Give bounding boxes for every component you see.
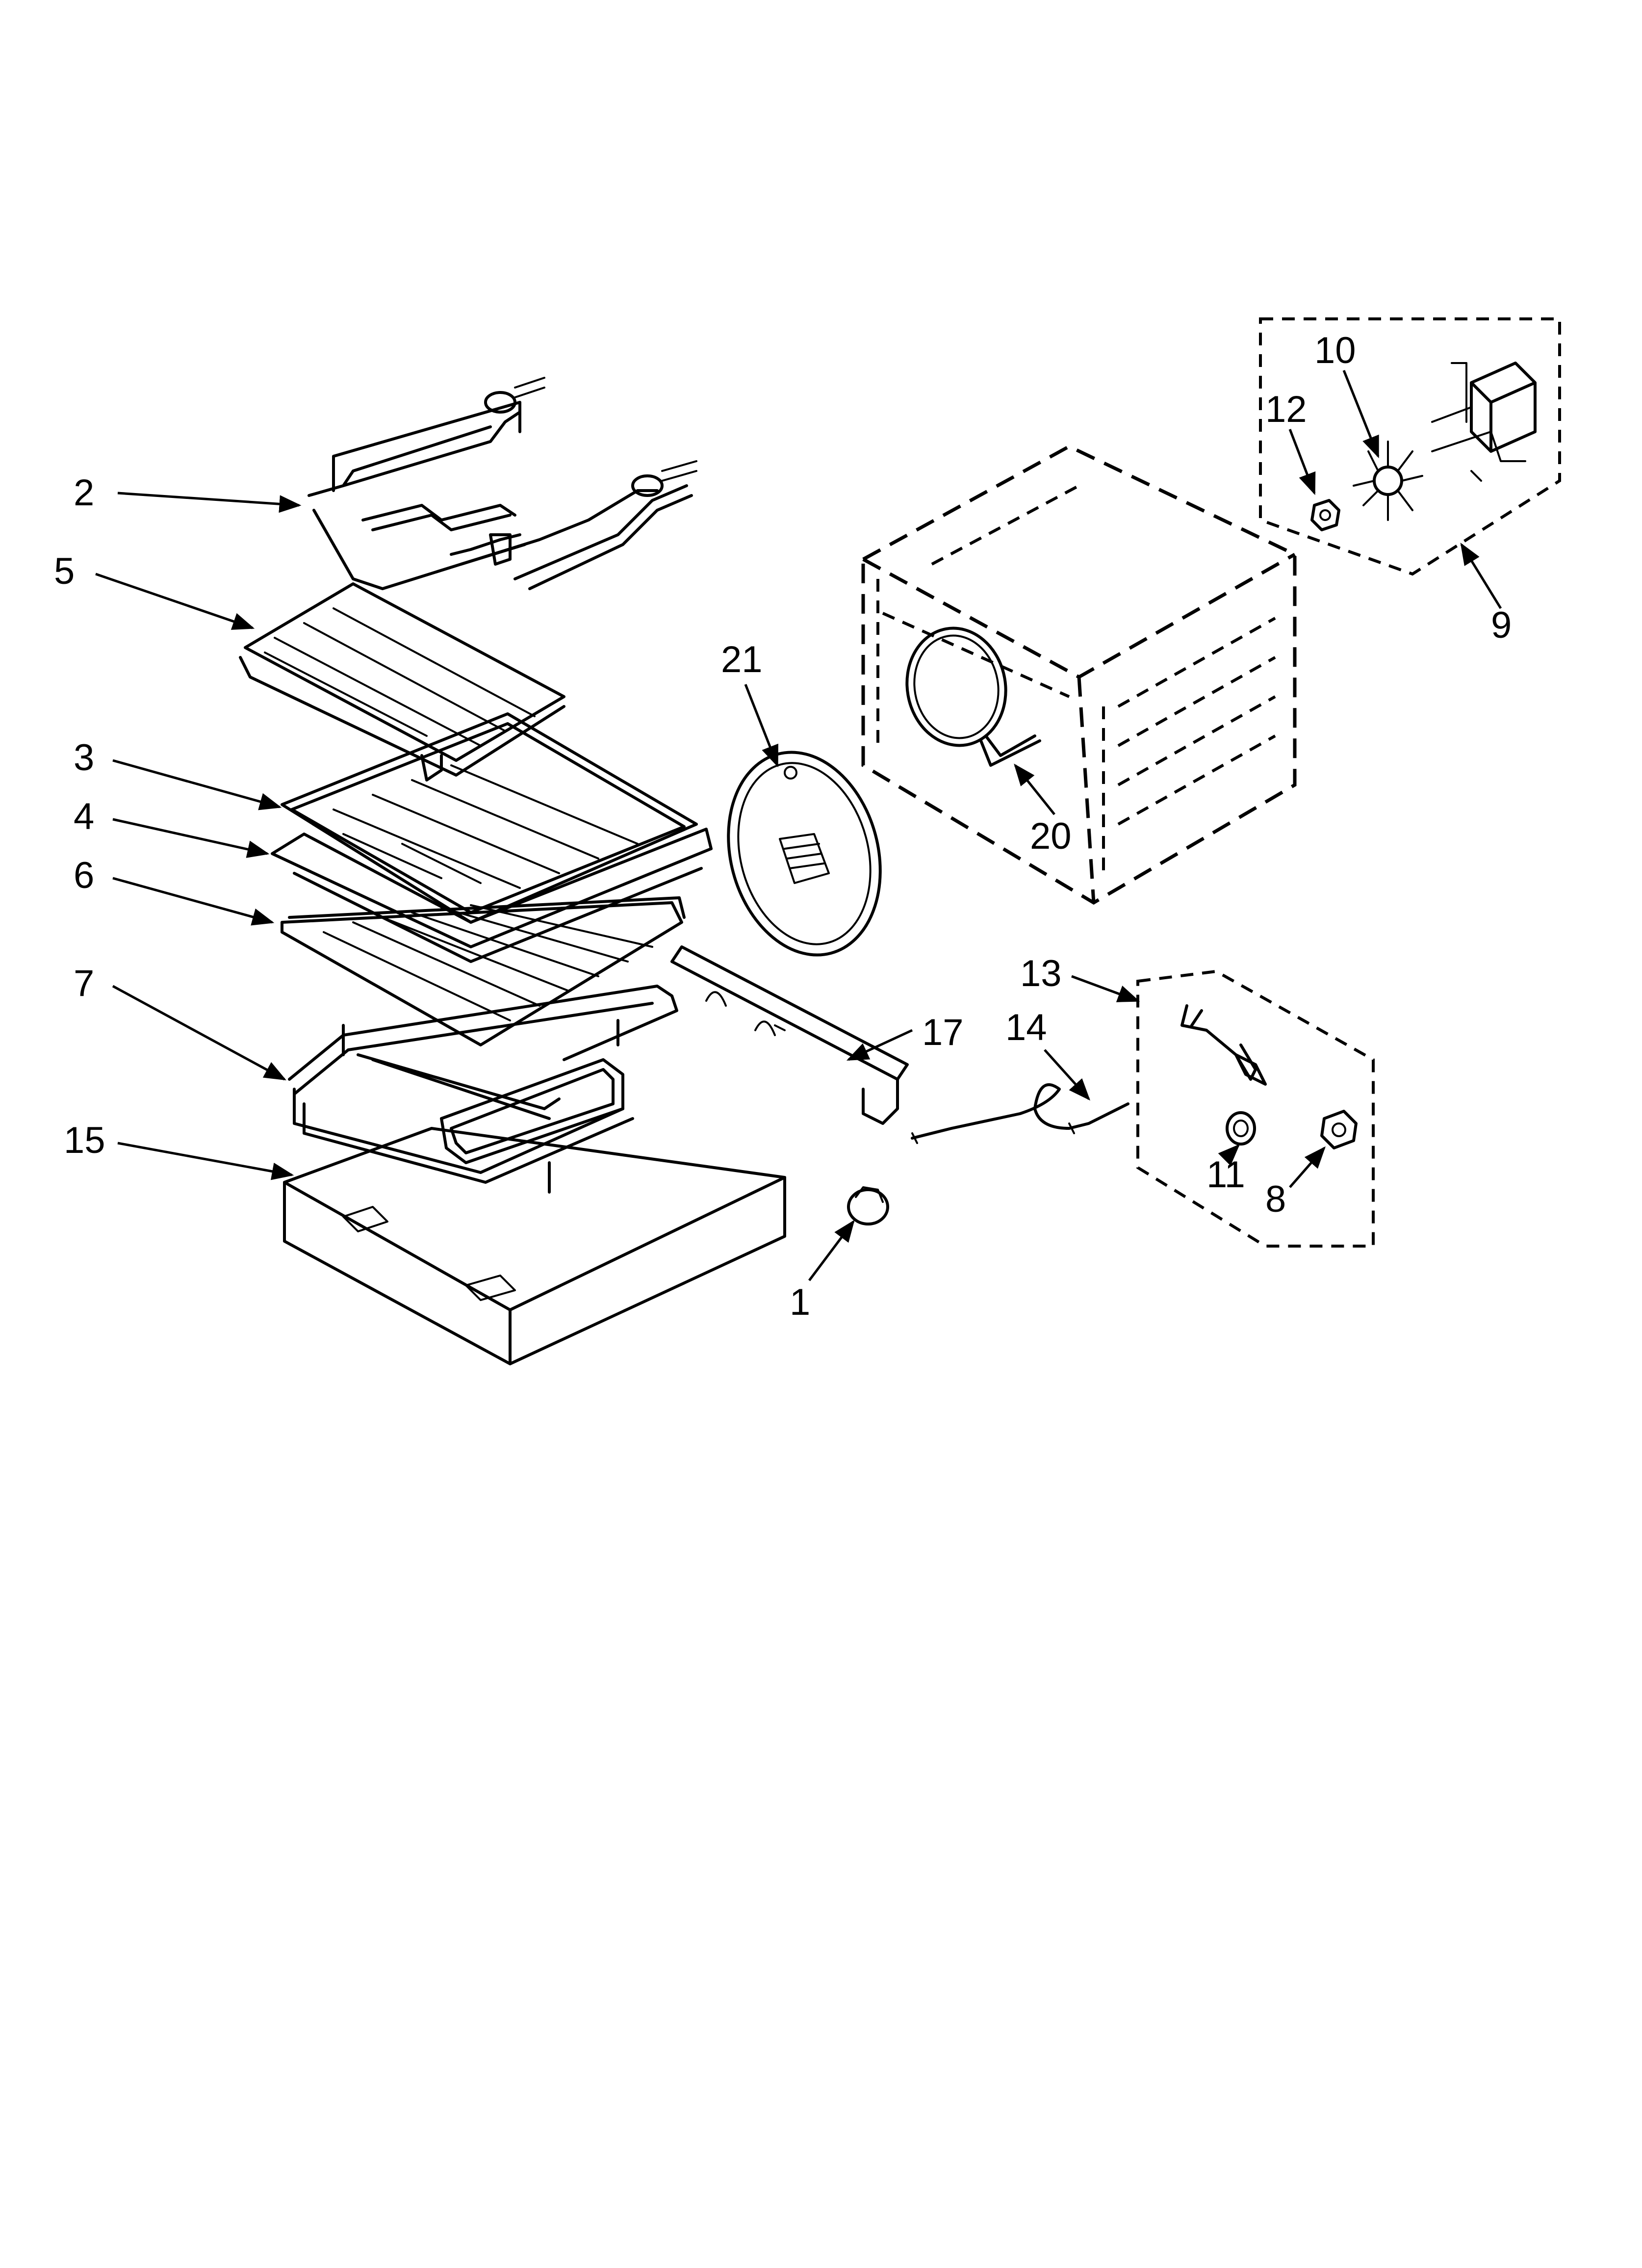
callout-7: 7 xyxy=(74,963,94,1004)
callout-2: 2 xyxy=(74,472,94,514)
callout-1: 1 xyxy=(790,1281,810,1323)
callout-13: 13 xyxy=(1020,953,1062,994)
part-17-rack-bracket xyxy=(670,945,909,1125)
leader-6 xyxy=(112,877,275,926)
callout-14: 14 xyxy=(1005,1007,1047,1048)
leader-14 xyxy=(1044,1049,1091,1101)
callout-5: 5 xyxy=(54,550,75,592)
part-8-nut xyxy=(1320,1110,1358,1149)
part-11-star-washer xyxy=(1226,1111,1256,1146)
part-3-broil-pan-insert xyxy=(281,712,698,924)
part-12-nut xyxy=(1310,499,1340,531)
leader-21 xyxy=(744,684,779,768)
part-9-fan-motor-assembly xyxy=(1259,317,1561,576)
leader-3 xyxy=(112,759,282,810)
oven-cavity-dashed xyxy=(861,444,1297,905)
leader-4 xyxy=(112,818,270,858)
part-2-heating-element xyxy=(308,377,697,590)
part-5-grid-shield xyxy=(239,582,565,782)
leader-10 xyxy=(1342,370,1380,459)
callout-8: 8 xyxy=(1265,1178,1286,1220)
part-14-meat-probe xyxy=(911,1083,1129,1144)
part-7-lower-element xyxy=(288,985,678,1194)
callout-9: 9 xyxy=(1491,604,1512,646)
leader-20 xyxy=(1014,763,1055,815)
leader-9 xyxy=(1460,543,1502,609)
leader-2 xyxy=(117,492,302,513)
callout-10: 10 xyxy=(1314,330,1356,371)
leader-1 xyxy=(808,1220,855,1281)
part-21-fan-cover xyxy=(727,751,882,957)
leader-17 xyxy=(846,1029,913,1061)
leader-15 xyxy=(117,1142,294,1180)
callout-3: 3 xyxy=(74,737,94,779)
part-10-fan-blade xyxy=(1353,441,1423,521)
callout-11: 11 xyxy=(1206,1154,1245,1196)
callout-15: 15 xyxy=(64,1120,105,1161)
callout-20: 20 xyxy=(1030,815,1072,857)
callout-6: 6 xyxy=(74,855,94,896)
callout-17: 17 xyxy=(922,1012,964,1053)
part-1-plug-button xyxy=(847,1186,889,1225)
part-4-broil-pan xyxy=(271,828,713,963)
leader-7 xyxy=(112,985,286,1081)
leader-8 xyxy=(1289,1146,1326,1188)
callout-labels: 1 2 3 4 5 6 7 8 9 10 11 12 13 14 15 17 2… xyxy=(54,330,1512,1323)
callout-4: 4 xyxy=(74,796,94,837)
leader-5 xyxy=(95,573,255,630)
leader-lines xyxy=(95,370,1502,1281)
part-20-convection-element xyxy=(905,626,1041,767)
part-15-drawer-pan xyxy=(283,1127,786,1365)
leader-13 xyxy=(1071,975,1140,1002)
callout-12: 12 xyxy=(1265,389,1307,430)
leader-11 xyxy=(1218,1144,1240,1166)
part-13-sensor-assembly xyxy=(1136,969,1375,1248)
callout-21: 21 xyxy=(721,639,763,680)
leader-12 xyxy=(1288,429,1316,495)
part-6-oven-rack xyxy=(281,896,686,1046)
